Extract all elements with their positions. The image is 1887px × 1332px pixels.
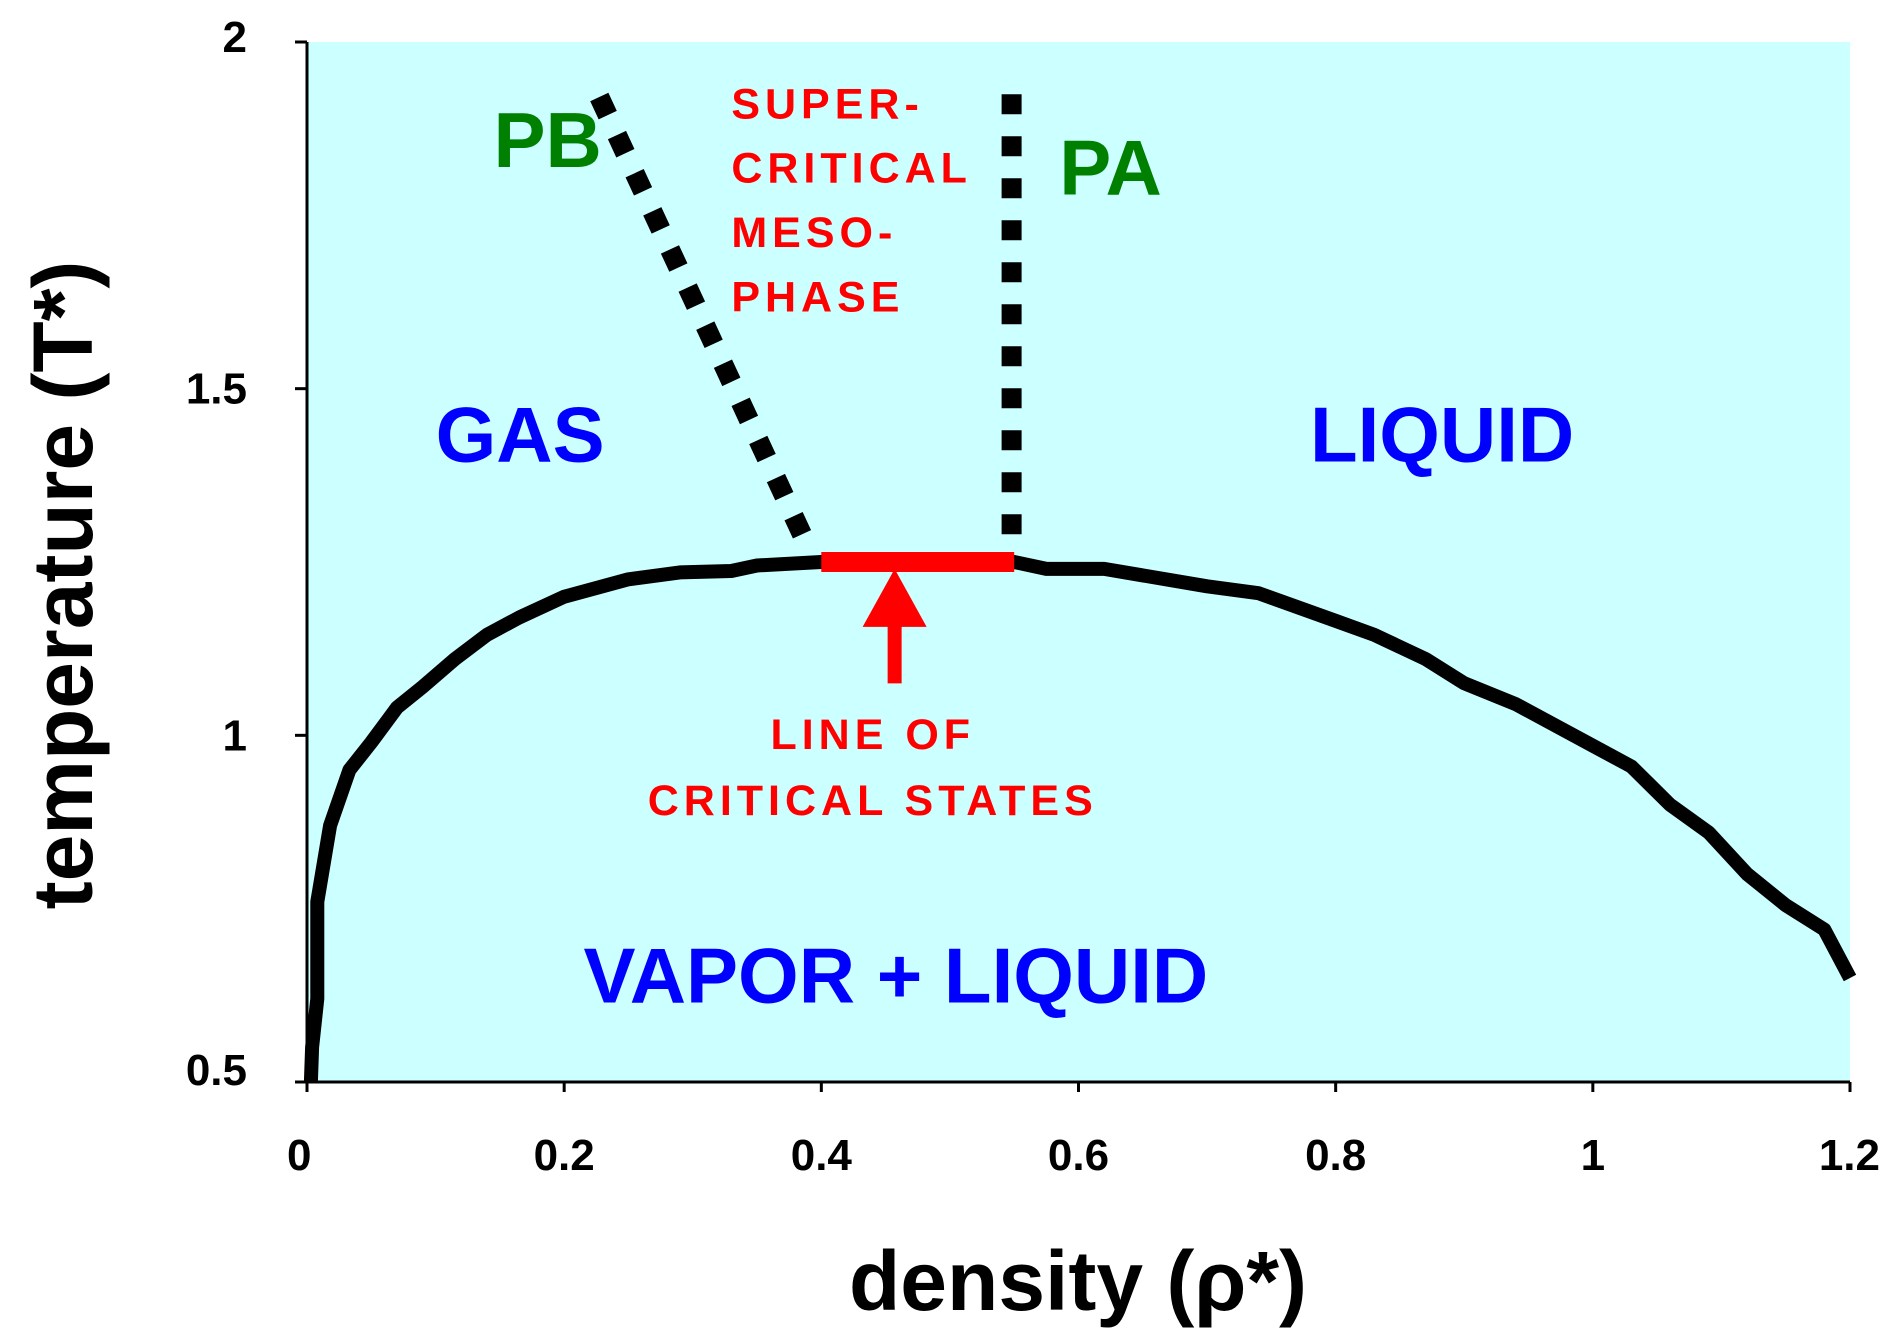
x-tick-label: 1.2 bbox=[1819, 1131, 1880, 1180]
label-pa: PA bbox=[1059, 124, 1162, 212]
series-layer bbox=[303, 86, 1857, 1083]
y-tick-label: 1.5 bbox=[186, 365, 247, 414]
arrow-layer bbox=[862, 568, 927, 684]
label-critical-line-line: LINE OF bbox=[770, 711, 975, 759]
x-tick-label: 1 bbox=[1581, 1131, 1605, 1180]
label-supercritical-line: CRITICAL bbox=[731, 145, 972, 193]
x-tick-label: 0.8 bbox=[1305, 1131, 1366, 1180]
x-tick-label: 0.6 bbox=[1048, 1131, 1109, 1180]
y-axis-title: temperature (T*) bbox=[16, 261, 110, 910]
label-critical-line: LINE OF CRITICAL STATES bbox=[648, 711, 1098, 825]
label-supercritical-line: MESO- bbox=[731, 209, 897, 257]
label-critical-line-line: CRITICAL STATES bbox=[648, 777, 1098, 825]
tick-layer: 0 0.2 0.4 0.6 0.8 1 1.2 0.5 1 1.5 2 bbox=[186, 13, 1880, 1180]
label-supercritical: SUPER- CRITICAL MESO- PHASE bbox=[731, 80, 972, 322]
y-tick-label: 2 bbox=[223, 13, 247, 62]
y-tick-label: 0.5 bbox=[186, 1046, 247, 1095]
label-vapor-liquid: VAPOR + LIQUID bbox=[583, 931, 1208, 1019]
y-tick-label: 1 bbox=[223, 711, 247, 760]
label-supercritical-line: SUPER- bbox=[731, 80, 923, 128]
critical-arrow-head bbox=[862, 568, 927, 627]
label-supercritical-line: PHASE bbox=[731, 274, 904, 322]
label-gas: GAS bbox=[436, 390, 605, 478]
label-liquid: LIQUID bbox=[1310, 390, 1574, 478]
x-tick-label: 0.4 bbox=[791, 1131, 853, 1180]
label-pb: PB bbox=[493, 96, 601, 184]
x-axis-title: density (ρ*) bbox=[849, 1234, 1307, 1328]
label-layer: PB PA GAS LIQUID VAPOR + LIQUID SUPER- CRITICA… bbox=[436, 80, 1575, 1019]
x-tick-label: 0.2 bbox=[534, 1131, 595, 1180]
x-tick-label: 0 bbox=[287, 1131, 311, 1180]
